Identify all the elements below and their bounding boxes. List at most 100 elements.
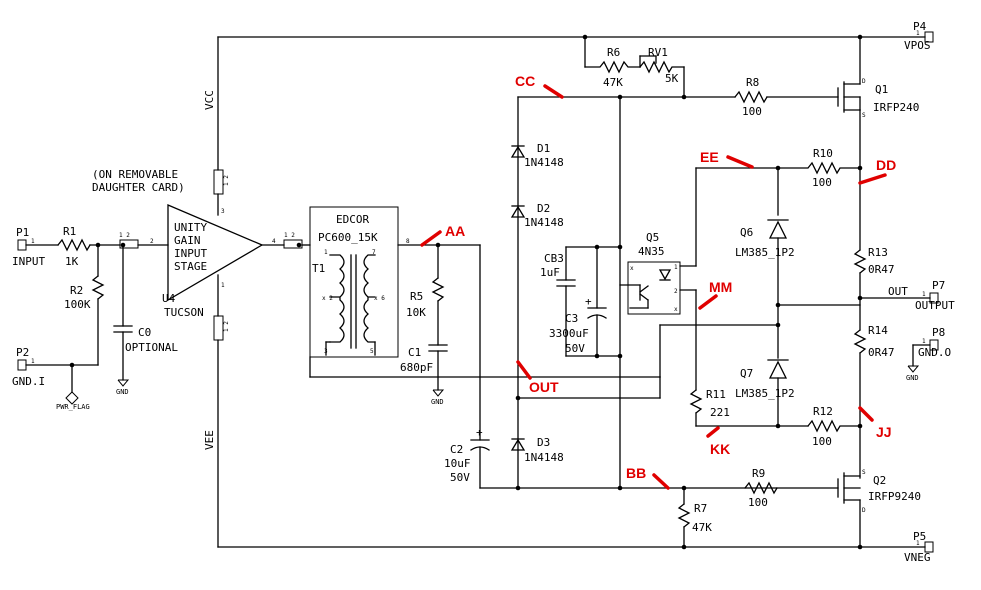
r1-ref: R1 <box>63 225 76 238</box>
r5-resistor <box>431 277 445 302</box>
q6-ref: Q6 <box>740 226 753 239</box>
svg-text:8: 8 <box>406 238 410 245</box>
pwr-flag-label: PWR_FLAG <box>56 403 90 411</box>
r11-resistor <box>689 389 703 414</box>
p4-name: VPOS <box>904 39 931 52</box>
q2-ref: Q2 <box>873 474 886 487</box>
svg-text:1 2: 1 2 <box>119 232 130 239</box>
p8-ref: P8 <box>932 326 945 339</box>
p7-ref: P7 <box>932 279 945 292</box>
c3-ref: C3 <box>565 312 578 325</box>
p5-ref: P5 <box>913 530 926 543</box>
d3-ref: D3 <box>537 436 550 449</box>
svg-text:GND: GND <box>906 374 919 382</box>
p2-ref: P2 <box>16 346 29 359</box>
d2-ref: D2 <box>537 202 550 215</box>
r7-resistor <box>677 503 691 528</box>
annotation-ee: EE <box>700 149 719 165</box>
annotation-cc: CC <box>515 73 535 89</box>
svg-text:1: 1 <box>922 338 926 345</box>
c2-ref: C2 <box>450 443 463 456</box>
svg-text:S: S <box>862 469 866 476</box>
q5-optocoupler <box>627 261 681 315</box>
p1-connector <box>17 239 27 251</box>
d3-value: 1N4148 <box>524 451 564 464</box>
r10-resistor <box>777 161 861 175</box>
cb3-value: 1uF <box>540 266 560 279</box>
d1-value: 1N4148 <box>524 156 564 169</box>
d1-ref: D1 <box>537 142 550 155</box>
svg-text:1: 1 <box>324 249 328 256</box>
q1-ref: Q1 <box>875 83 888 96</box>
svg-text:GND: GND <box>116 388 129 396</box>
r12-value: 100 <box>812 435 832 448</box>
u4-ref: U4 <box>162 292 176 305</box>
svg-text:1: 1 <box>916 30 920 37</box>
r8-resistor <box>734 90 768 104</box>
p2-connector <box>17 359 27 371</box>
gnd-symbol-c1 <box>432 389 445 397</box>
p7-connector <box>929 292 939 304</box>
q5-value: 4N35 <box>638 245 665 258</box>
q7-value: LM385_1P2 <box>735 387 795 400</box>
r7-ref: R7 <box>694 502 707 515</box>
annotation-out: OUT <box>529 379 559 395</box>
vcc-label: VCC <box>203 90 216 110</box>
r6-resistor <box>584 60 641 74</box>
p4-connector <box>924 31 934 43</box>
svg-text:x: x <box>630 265 634 272</box>
rv1-value: 5K <box>665 72 679 85</box>
p1-ref: P1 <box>16 226 29 239</box>
svg-text:PC600_15K: PC600_15K <box>318 231 378 244</box>
q5-ref: Q5 <box>646 231 659 244</box>
annotation-mm: MM <box>709 279 732 295</box>
r9-ref: R9 <box>752 467 765 480</box>
r1-resistor <box>57 238 91 252</box>
u4-amplifier <box>167 204 264 302</box>
svg-text:+: + <box>476 426 483 439</box>
t1-ref: T1 <box>312 262 325 275</box>
annotation-dd: DD <box>876 157 896 173</box>
rv1-potentiometer <box>639 60 685 74</box>
svg-text:DAUGHTER CARD): DAUGHTER CARD) <box>92 181 185 194</box>
c1-value: 680pF <box>400 361 433 374</box>
svg-text:1: 1 <box>916 540 920 547</box>
q6-reference <box>768 220 788 239</box>
u4-jumper-bottom <box>213 315 224 341</box>
r8-value: 100 <box>742 105 762 118</box>
p2-name: GND.I <box>12 375 45 388</box>
p5-name: VNEG <box>904 551 931 564</box>
svg-text:1: 1 <box>674 264 678 271</box>
svg-text:GND: GND <box>431 398 444 406</box>
t1-transformer-box <box>309 206 399 358</box>
r14-ref: R14 <box>868 324 888 337</box>
c1-ref: C1 <box>408 346 421 359</box>
r5-value: 10K <box>406 306 426 319</box>
svg-text:1: 1 <box>922 291 926 298</box>
r11-ref: R11 <box>706 388 726 401</box>
svg-text:INPUT: INPUT <box>174 247 207 260</box>
gnd-symbol-c0 <box>117 379 130 387</box>
p1-name: INPUT <box>12 255 45 268</box>
svg-text:(ON REMOVABLE: (ON REMOVABLE <box>92 168 178 181</box>
svg-text:S: S <box>862 112 866 119</box>
svg-text:D: D <box>862 78 866 85</box>
cb3-ref: CB3 <box>544 252 564 265</box>
r11-value: 221 <box>710 406 730 419</box>
pwr-flag-symbol <box>65 391 79 405</box>
svg-text:1 2: 1 2 <box>223 175 230 186</box>
u4-jumper-top <box>213 169 224 195</box>
d3-diode <box>510 438 526 451</box>
input-jumper <box>119 239 139 249</box>
rv1-ref: RV1 <box>648 46 668 59</box>
r6-ref: R6 <box>607 46 620 59</box>
output-jumper <box>283 239 303 249</box>
c0-ref: C0 <box>138 326 151 339</box>
svg-text:1 2: 1 2 <box>223 321 230 332</box>
r9-resistor <box>744 481 778 495</box>
svg-text:x: x <box>674 306 678 313</box>
p8-name: GND.O <box>918 346 951 359</box>
r13-ref: R13 <box>868 246 888 259</box>
t1-primary <box>329 254 345 343</box>
